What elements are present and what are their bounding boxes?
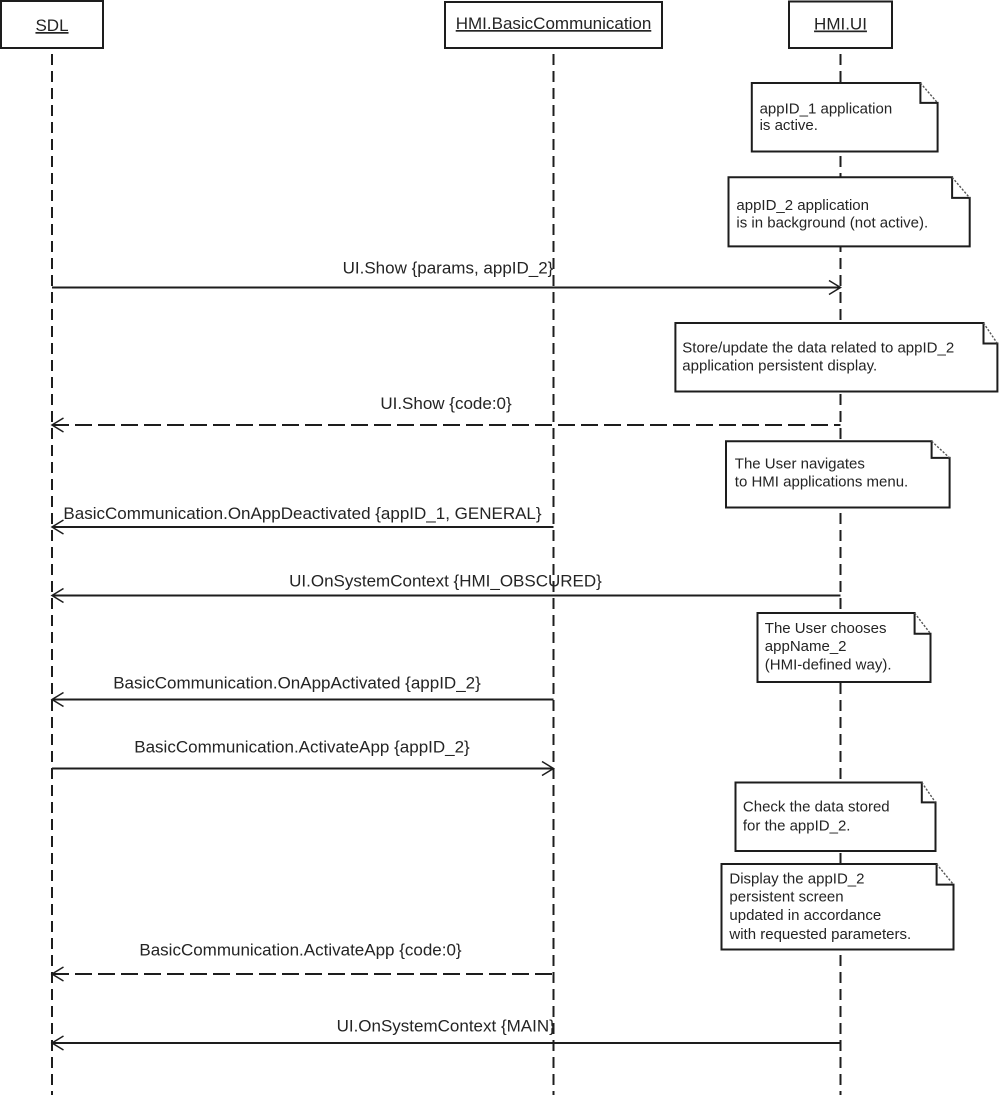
svg-text:appID_2 application: appID_2 application (736, 197, 869, 214)
svg-text:The User chooses: The User chooses (765, 620, 887, 637)
svg-text:persistent screen: persistent screen (729, 888, 843, 905)
svg-text:BasicCommunication.OnAppActiva: BasicCommunication.OnAppActivated {appID… (113, 674, 481, 693)
svg-text:The User navigates: The User navigates (735, 456, 865, 473)
svg-text:UI.Show {code:0}: UI.Show {code:0} (380, 394, 512, 413)
svg-text:Check the data stored: Check the data stored (743, 798, 890, 815)
svg-text:HMI.UI: HMI.UI (814, 15, 867, 34)
svg-text:appName_2: appName_2 (765, 638, 847, 655)
svg-text:to HMI applications menu.: to HMI applications menu. (735, 474, 908, 491)
svg-text:BasicCommunication.ActivateApp: BasicCommunication.ActivateApp {code:0} (139, 941, 462, 960)
svg-text:SDL: SDL (35, 16, 68, 35)
svg-text:with requested parameters.: with requested parameters. (728, 926, 911, 943)
svg-text:BasicCommunication.OnAppDeacti: BasicCommunication.OnAppDeactivated {app… (63, 504, 541, 523)
svg-text:updated in accordance: updated in accordance (729, 907, 881, 924)
svg-text:for the appID_2.: for the appID_2. (743, 817, 851, 834)
svg-text:HMI.BasicCommunication: HMI.BasicCommunication (456, 14, 652, 33)
svg-text:appID_1 application: appID_1 application (760, 101, 893, 118)
svg-text:application persistent display: application persistent display. (682, 358, 877, 375)
svg-text:Store/update the data related: Store/update the data related to appID_2 (682, 340, 954, 357)
svg-text:UI.Show {params, appID_2}: UI.Show {params, appID_2} (343, 259, 554, 278)
svg-text:UI.OnSystemContext {MAIN}: UI.OnSystemContext {MAIN} (337, 1017, 556, 1036)
svg-text:Display the appID_2: Display the appID_2 (729, 870, 864, 887)
svg-text:UI.OnSystemContext {HMI_OBSCUR: UI.OnSystemContext {HMI_OBSCURED} (289, 572, 602, 591)
svg-text:(HMI-defined way).: (HMI-defined way). (765, 657, 892, 674)
svg-text:BasicCommunication.ActivateApp: BasicCommunication.ActivateApp {appID_2} (134, 738, 470, 757)
svg-text:is in background (not active).: is in background (not active). (736, 214, 928, 231)
svg-text:is active.: is active. (760, 117, 818, 134)
